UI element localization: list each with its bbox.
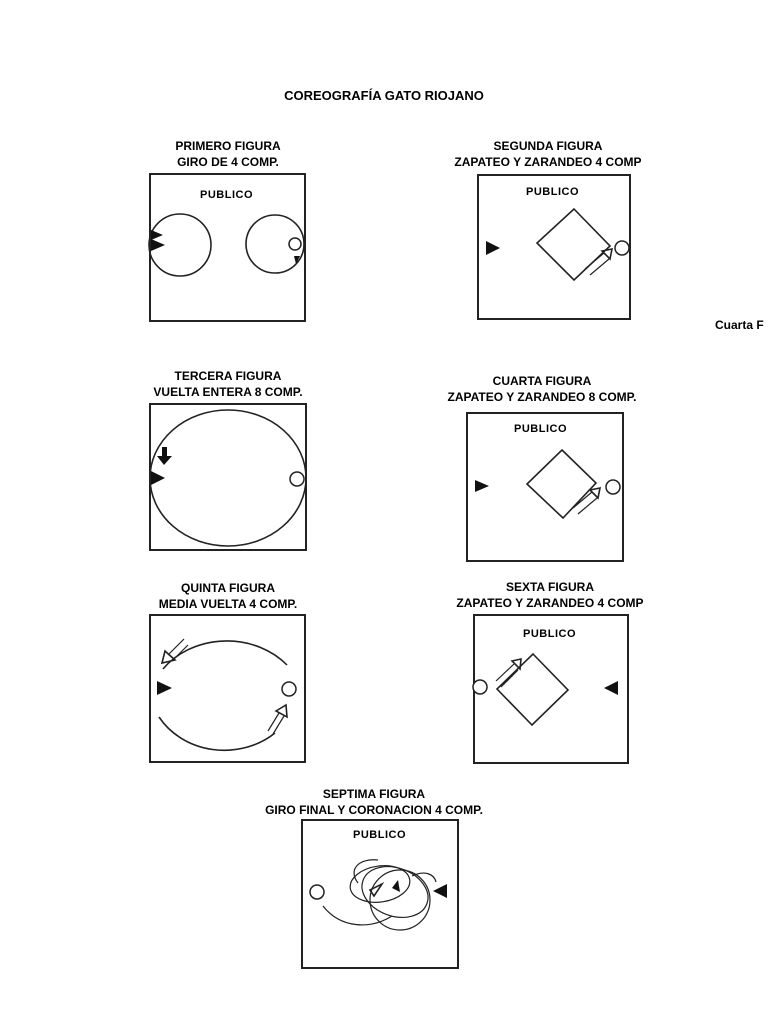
dancer-man-marker — [151, 230, 163, 240]
dancer-woman-marker — [288, 237, 302, 251]
dancer-man-marker — [433, 884, 447, 898]
figure-1-title: PRIMERO FIGURA — [175, 139, 281, 153]
figure-6-diagram: PUBLICO — [472, 614, 629, 764]
figure-7-subtitle: GIRO FINAL Y CORONACION 4 COMP. — [265, 803, 483, 817]
figure-4-title: CUARTA FIGURA — [492, 374, 592, 388]
figure-4-subtitle: ZAPATEO Y ZARANDEO 8 COMP. — [447, 390, 637, 404]
figure-2-subtitle: ZAPATEO Y ZARANDEO 4 COMP — [454, 155, 642, 169]
figure-3-diagram — [149, 403, 307, 551]
page-title: COREOGRAFÍA GATO RIOJANO — [284, 88, 484, 103]
dancer-woman-marker — [614, 240, 630, 256]
figure-6-subtitle: ZAPATEO Y ZARANDEO 4 COMP — [456, 596, 644, 610]
movement-arrow-icon — [495, 657, 522, 688]
public-label: PUBLICO — [526, 186, 579, 198]
movement-arrow-icon — [160, 638, 189, 665]
dancer-woman-marker — [281, 681, 297, 697]
public-label: PUBLICO — [353, 829, 406, 841]
figure-6-title: SEXTA FIGURA — [505, 580, 594, 594]
side-text-fragment: Cuarta F — [715, 318, 764, 332]
public-label: PUBLICO — [514, 423, 567, 435]
figure-2-diagram: PUBLICO — [477, 174, 631, 320]
movement-arrow-icon — [267, 703, 288, 735]
dancer-man-marker — [486, 241, 500, 255]
figure-5-diagram — [149, 614, 306, 763]
public-label: PUBLICO — [523, 628, 576, 640]
figure-1-subtitle: GIRO DE 4 COMP. — [177, 155, 279, 169]
dancer-man-marker — [157, 681, 172, 695]
movement-arrow-icon — [572, 486, 602, 515]
figure-1-diagram: PUBLICO — [148, 173, 306, 322]
direction-arrow-icon — [157, 447, 172, 465]
public-label: PUBLICO — [200, 189, 253, 201]
dancer-man-marker — [604, 681, 618, 695]
figure-7-title: SEPTIMA FIGURA — [322, 787, 426, 801]
movement-arrow-icon — [584, 247, 614, 276]
figure-5-title: QUINTA FIGURA — [181, 581, 275, 595]
dancer-woman-marker — [472, 679, 488, 695]
dancer-man-marker — [151, 471, 165, 485]
figure-5-subtitle: MEDIA VUELTA 4 COMP. — [158, 597, 298, 611]
dancer-man-marker — [475, 480, 489, 492]
figure-3-subtitle: VUELTA ENTERA 8 COMP. — [153, 385, 303, 399]
dancer-woman-marker — [309, 884, 325, 900]
dancer-woman-marker — [605, 479, 621, 495]
figure-7-diagram: PUBLICO — [301, 819, 459, 969]
figure-3-title: TERCERA FIGURA — [174, 369, 282, 383]
figure-2-title: SEGUNDA FIGURA — [493, 139, 603, 153]
dancer-woman-marker — [289, 471, 305, 487]
figure-4-diagram: PUBLICO — [466, 412, 624, 562]
